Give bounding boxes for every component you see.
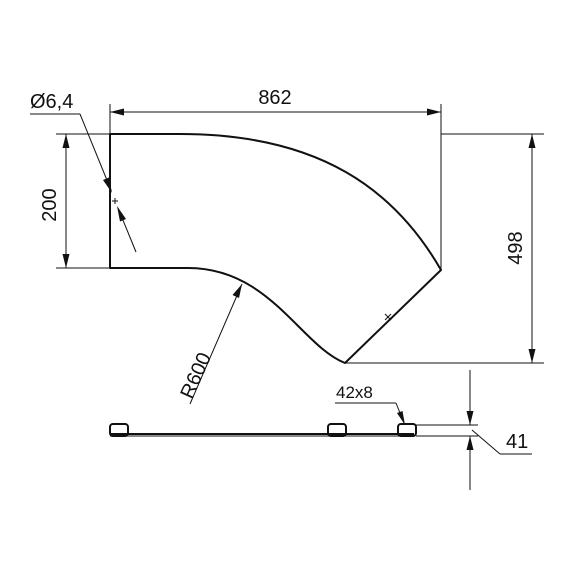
clip-left	[109, 423, 129, 437]
clip-middle	[327, 423, 347, 437]
panel-outline	[109, 133, 442, 364]
radius-label: R600	[176, 349, 216, 402]
hole-diameter-callout: Ø6,4	[30, 91, 137, 253]
panel-side-view	[109, 423, 417, 437]
thickness-label: 41	[506, 431, 528, 453]
clip-right	[397, 423, 417, 437]
hole-diameter-label: Ø6,4	[30, 91, 73, 113]
thickness-dimension: 41	[416, 370, 532, 490]
end-width-dimension: 200	[39, 133, 110, 269]
width-dimension: 862	[109, 87, 442, 270]
width-label: 862	[258, 87, 291, 109]
height-label: 498	[505, 231, 527, 264]
hole-marker-right	[384, 313, 392, 321]
radius-callout: R600	[176, 283, 243, 405]
clip-size-callout: 42x8	[335, 383, 405, 425]
end-width-label: 200	[39, 188, 61, 221]
height-dimension: 498	[345, 133, 544, 364]
hole-marker-left	[112, 198, 118, 204]
clip-size-label: 42x8	[336, 383, 373, 402]
panel-plan-view	[109, 133, 442, 364]
